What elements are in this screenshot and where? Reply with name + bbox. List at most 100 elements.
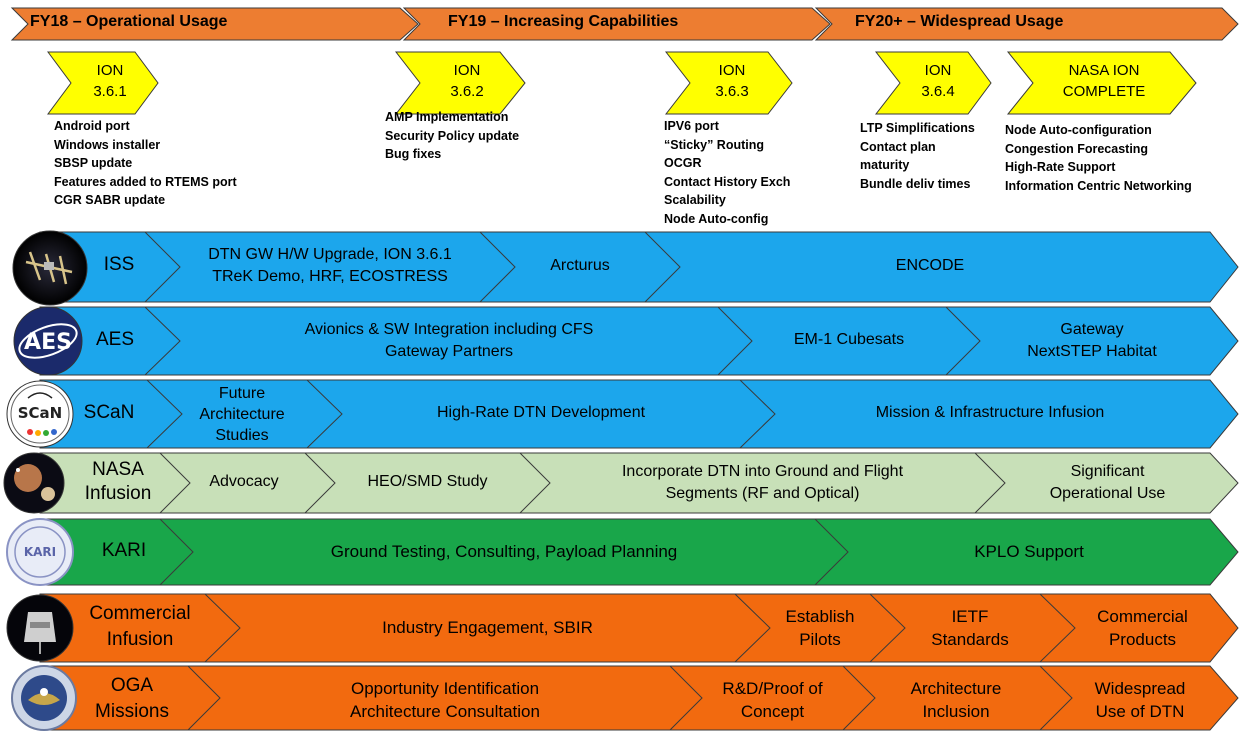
segment-divider [842, 665, 876, 731]
note-item: Node Auto-configuration [1005, 123, 1152, 137]
timeline-label-fy20: FY20+ – Widespread Usage [855, 13, 1064, 30]
segment-line: Industry Engagement, SBIR [382, 618, 593, 637]
segment-line: EM-1 Cubesats [793, 331, 905, 348]
segment-line: KPLO Support [974, 542, 1084, 561]
segment-divider [814, 518, 849, 586]
segment-divider [187, 665, 221, 731]
segment-divider [734, 593, 771, 663]
segment-iss-1: DTN GW H/W Upgrade, ION 3.6.1 TReK Demo,… [180, 244, 480, 288]
note-item: Contact plan [860, 139, 936, 154]
note-item: Node Auto-config [664, 211, 769, 226]
note-item: Contact History Exch [664, 174, 791, 189]
milestone-arrow-ion-362 [394, 51, 526, 115]
milestone-notes-ion-364: LTP Simplifications Contact plan maturit… [860, 119, 975, 193]
note-item: Scalability [664, 193, 726, 208]
lane-name-line: ISS [103, 254, 135, 275]
segment-commercial-3: IETF Standards [905, 605, 1035, 651]
milestone-arrow-nasa-ion-complete [1006, 51, 1197, 115]
lane-name-line: OGA [110, 675, 154, 696]
milestone-title-line: ION [924, 62, 952, 79]
segment-line: Gateway Partners [384, 343, 514, 360]
segment-line: Products [1108, 630, 1177, 649]
note-item: Bug fixes [385, 147, 442, 162]
segment-line: Use of DTN [1095, 702, 1185, 721]
segment-iss-2: Arcturus [515, 257, 645, 275]
segment-scan-3: Mission & Infrastructure Infusion [775, 404, 1205, 422]
segment-line: R&D/Proof of [722, 679, 823, 698]
segment-divider [644, 231, 681, 303]
lane-name-line: Infusion [106, 629, 174, 650]
segment-line: Avionics & SW Integration including CFS [304, 321, 594, 338]
milestone-title-ion-361: ION 3.6.1 [72, 60, 148, 102]
svg-text:KARI: KARI [24, 545, 56, 559]
segment-divider [159, 452, 191, 514]
segment-divider [479, 231, 516, 303]
milestone-title-line: COMPLETE [1062, 83, 1146, 100]
segment-line: DTN GW H/W Upgrade, ION 3.6.1 [208, 246, 452, 263]
svg-text:AES: AES [24, 330, 72, 355]
segment-nasa-infusion-2: HEO/SMD Study [335, 473, 520, 491]
segment-line: Ground Testing, Consulting, Payload Plan… [330, 542, 678, 561]
planets-logo-icon [3, 452, 65, 514]
milestone-arrow-ion-364 [874, 51, 992, 115]
milestone-arrow-ion-361 [47, 51, 159, 115]
segment-line: Mission & Infrastructure Infusion [875, 404, 1105, 421]
note-item: Features added to RTEMS port [54, 174, 237, 189]
lane-name-line: SCaN [83, 402, 135, 423]
segment-divider [204, 593, 241, 663]
segment-line: Gateway [1060, 321, 1124, 338]
milestone-title-ion-364: ION 3.6.4 [898, 60, 978, 102]
milestone-arrow-ion-363 [664, 51, 793, 115]
segment-line: Future [218, 385, 266, 402]
lane-name-line: AES [95, 329, 135, 350]
milestone-title-line: 3.6.1 [93, 83, 127, 100]
lane-name-line: Missions [95, 701, 169, 722]
lane-name-nasa-infusion: NASA Infusion [70, 458, 166, 506]
segment-line: Pilots [799, 630, 841, 649]
lane-name-line: NASA [92, 459, 144, 480]
segment-line: Concept [740, 702, 805, 721]
segment-divider [974, 452, 1006, 514]
segment-scan-1: Future Architecture Studies [180, 383, 304, 446]
capsule-logo-icon [6, 594, 74, 662]
timeline-arrow-fy19 [402, 7, 831, 41]
segment-line: Architecture [199, 406, 285, 423]
segment-commercial-2: Establish Pilots [765, 605, 875, 651]
segment-line: TReK Demo, HRF, ECOSTRESS [212, 268, 448, 285]
lane-name-iss: ISS [90, 254, 148, 276]
kari-logo-icon: KARI [6, 518, 74, 586]
timeline-arrow-fy18 [10, 7, 419, 41]
milestones [47, 51, 1197, 115]
note-item: Information Centric Networking [1005, 178, 1192, 193]
segment-divider [1039, 665, 1073, 731]
dod-seal-logo-icon [11, 665, 77, 731]
segment-commercial-4: Commercial Products [1075, 605, 1210, 651]
note-item: OCGR [664, 156, 702, 171]
note-item: IPV6 port [664, 119, 719, 133]
segment-nasa-infusion-4: Significant Operational Use [1005, 461, 1210, 505]
segment-line: Inclusion [922, 702, 990, 721]
segment-line: IETF [951, 607, 989, 626]
segment-divider [304, 452, 336, 514]
note-item: High-Rate Support [1005, 160, 1116, 175]
segment-divider [945, 306, 981, 376]
segment-line: Architecture [910, 679, 1002, 698]
segment-line: Arcturus [550, 257, 610, 274]
segment-line: ENCODE [895, 257, 965, 274]
lane-name-kari: KARI [86, 540, 162, 562]
milestone-notes-ion-362: AMP Implementation Security Policy updat… [385, 108, 519, 164]
segment-divider [144, 231, 181, 303]
segment-divider [1039, 593, 1076, 663]
timeline-label-fy18: FY18 – Operational Usage [30, 13, 228, 30]
segment-aes-2: EM-1 Cubesats [752, 331, 946, 349]
timeline-label-fy19: FY19 – Increasing Capabilities [448, 13, 679, 30]
segment-aes-1: Avionics & SW Integration including CFS … [180, 319, 718, 363]
milestone-title-line: 3.6.3 [715, 83, 749, 100]
milestone-notes-nasa-ion-complete: Node Auto-configuration Congestion Forec… [1005, 121, 1192, 195]
scan-logo-icon: SCaN [6, 380, 74, 448]
segment-aes-3: Gateway NextSTEP Habitat [980, 319, 1204, 363]
segment-nasa-infusion-1: Advocacy [188, 473, 300, 491]
segment-line: HEO/SMD Study [367, 473, 488, 490]
segment-kari-1: Ground Testing, Consulting, Payload Plan… [193, 542, 815, 562]
aes-logo-icon: AES [13, 306, 83, 376]
